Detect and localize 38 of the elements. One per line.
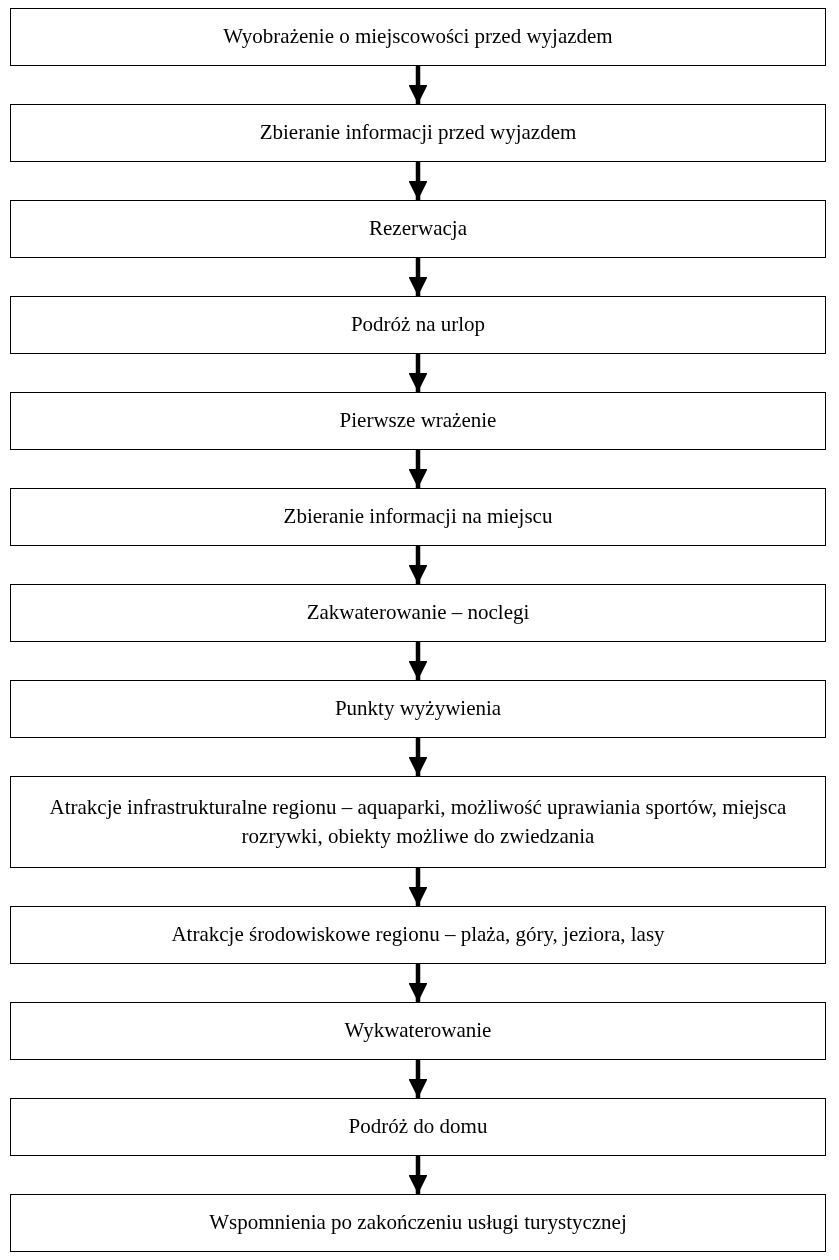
process-box [10, 584, 826, 642]
process-box [10, 1194, 826, 1252]
arrow [408, 258, 428, 296]
arrow [408, 354, 428, 392]
arrow [408, 450, 428, 488]
step-label: Zbieranie informacji na miejscu [283, 503, 553, 531]
process-box [10, 8, 826, 66]
step-label: Wyobrażenie o miejscowości przed wyjazdem [223, 23, 613, 51]
arrow [408, 1060, 428, 1098]
arrow [408, 642, 428, 680]
step-label: Wykwaterowanie [344, 1017, 492, 1045]
step-label: Zakwaterowanie – noclegi [306, 599, 530, 627]
process-box [10, 1002, 826, 1060]
step-label: Podróż do domu [348, 1113, 488, 1141]
step-label: Podróż na urlop [350, 311, 486, 339]
arrow [408, 66, 428, 104]
process-box [10, 392, 826, 450]
arrow [408, 964, 428, 1002]
step-label: Pierwsze wrażenie [339, 407, 497, 435]
step-label: Rezerwacja [369, 215, 467, 243]
arrow [408, 1156, 428, 1194]
arrow [408, 546, 428, 584]
step-label: Wspomnienia po zakończeniu usługi turystycznej [209, 1209, 627, 1237]
process-box [10, 488, 826, 546]
arrow [408, 162, 428, 200]
process-box [10, 104, 826, 162]
arrow [408, 738, 428, 776]
process-box [10, 200, 826, 258]
process-box [10, 680, 826, 738]
step-label: Zbieranie informacji przed wyjazdem [259, 119, 577, 147]
step-label: Atrakcje infrastrukturalne regionu – aquaparki, możliwość uprawiania sportów, miejsca rozrywki, obiekty możliwe do zwiedzania [48, 793, 788, 850]
step-label: Atrakcje środowiskowe regionu – plaża, góry, jeziora, lasy [171, 921, 665, 949]
process-box [10, 776, 826, 868]
step-label: Punkty wyżywienia [334, 695, 502, 723]
process-box [10, 1098, 826, 1156]
process-box [10, 296, 826, 354]
process-box [10, 906, 826, 964]
arrow [408, 868, 428, 906]
